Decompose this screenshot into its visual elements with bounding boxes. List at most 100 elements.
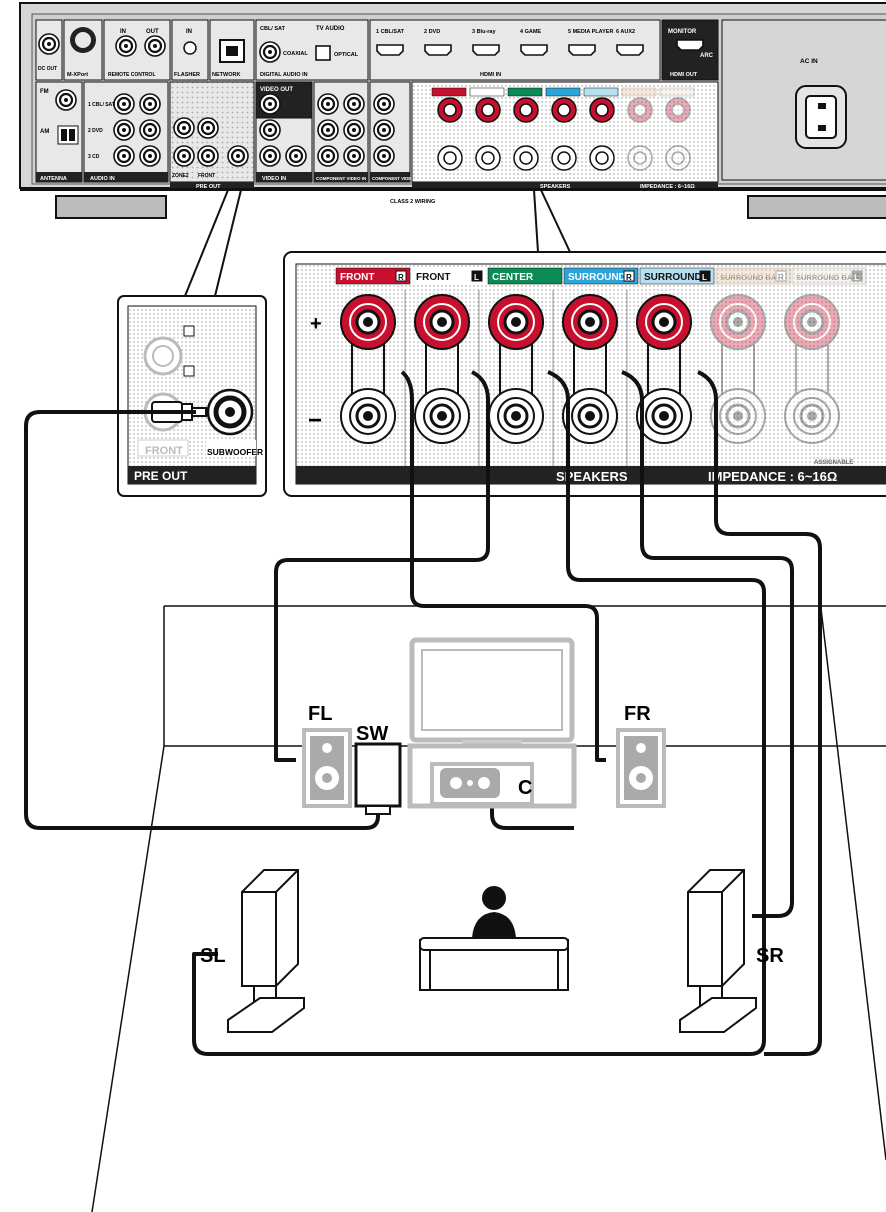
pre-out-zoom-label: PRE OUT [134,469,188,483]
component-out-y-icon[interactable] [374,94,394,114]
zone2-l-jack-icon[interactable] [174,118,194,138]
component-pb-1-icon[interactable] [318,120,338,140]
channel-label: FRONT [340,272,374,283]
hdmi-in-port-icon[interactable] [377,45,403,55]
remote-out-jack-icon[interactable] [145,36,165,56]
arc-label: ARC [700,53,714,59]
sw-label: SW [356,723,388,745]
hdmi-in-port-icon[interactable] [521,45,547,55]
fm-label: FM [40,89,49,95]
pre-out-label: PRE OUT [196,184,221,190]
audio-in-l-jack-icon[interactable] [114,120,134,140]
sl-label: SL [200,945,226,967]
front-l-jack-icon[interactable] [198,118,218,138]
video-in-2-jack-icon[interactable] [260,146,280,166]
audio-row-label: 3 CD [88,154,100,160]
dcout-label: DC OUT [38,66,57,72]
hdmi-input-label: 3 Blu-ray [472,29,496,35]
audio-in-label: AUDIO IN [90,176,115,182]
center-speaker-icon [432,764,532,804]
zone2-label: ZONE2 [172,173,189,179]
component-y-1-icon[interactable] [318,94,338,114]
flasher-label: FLASHER [174,72,200,78]
remote-label: REMOTE CONTROL [108,72,156,78]
hdmi-input-label: 5 MEDIA PLAYER [568,29,613,35]
receiver-back-panel: DC OUT M-XPort IN OUT REMOTE CONTROL IN … [20,3,886,218]
listener-sofa-icon [420,886,568,990]
component-in-label: COMPONENT VIDEO IN [316,176,366,181]
preout-zoom-panel: FRONT SUBWOOFER PRE OUT [118,296,266,496]
dc-out-jack-icon[interactable] [39,34,59,54]
mini-impedance-label: IMPEDANCE : 6~16Ω [640,184,695,190]
hdmi-in-port-icon[interactable] [425,45,451,55]
video-out-label: VIDEO OUT [260,87,293,93]
subwoofer-icon [356,744,400,814]
tv-audio-label: TV AUDIO [316,26,345,32]
component-out-pr-icon[interactable] [374,146,394,166]
optical-label: OPTICAL [334,52,359,58]
audio-in-r-jack-icon[interactable] [140,146,160,166]
video-out-jack-icon[interactable] [260,94,280,114]
subwoofer-jack-icon[interactable] [228,146,248,166]
hdmi-out-label: HDMI OUT [670,72,698,78]
component-pb-2-icon[interactable] [344,120,364,140]
plus-sign: + [310,313,322,335]
antenna-label: ANTENNA [40,176,67,182]
speaker-zoom-panel: FRONTRFRONTLCENTERSURROUNDRSURROUNDLSURR… [284,252,886,496]
surround-left-speaker-icon [228,870,304,1032]
channel-label: SURROUND [644,272,702,283]
channel-side: L [474,273,479,282]
component-y-2-icon[interactable] [344,94,364,114]
channel-side: R [398,273,404,282]
component-pr-1-icon[interactable] [318,146,338,166]
optical-port-icon[interactable] [316,46,330,60]
class2-label: CLASS 2 WIRING [390,199,435,205]
hdmi-out-port-icon[interactable] [677,40,703,50]
component-pr-2-icon[interactable] [344,146,364,166]
front-right-speaker-icon [618,730,664,806]
coaxial-label: COAXIAL [283,51,308,57]
coaxial-jack-icon[interactable] [260,42,280,62]
am-label: AM [40,129,49,135]
hdmi-input-label: 2 DVD [424,29,440,35]
video-in-label: VIDEO IN [262,176,286,182]
fm-jack-icon[interactable] [56,90,76,110]
channel-side: R [626,273,632,282]
mini-speakers-label: SPEAKERS [540,184,571,190]
video-in-1-jack-icon[interactable] [260,120,280,140]
audio-row-label: 2 DVD [88,128,103,134]
audio-in-l-jack-icon[interactable] [114,146,134,166]
hdmi-in-label: HDMI IN [480,72,501,78]
left-foot [56,196,166,218]
minus-sign: − [308,407,322,434]
mxport-label: M-XPort [67,72,88,78]
hdmi-in-port-icon[interactable] [617,45,643,55]
audio-in-r-jack-icon[interactable] [140,120,160,140]
flasher-in-label: IN [186,29,192,35]
remote-in-label: IN [120,29,126,35]
fl-label: FL [308,703,332,725]
hdmi-input-label: 4 GAME [520,29,541,35]
audio-in-r-jack-icon[interactable] [140,94,160,114]
remote-out-label: OUT [146,29,159,35]
hdmi-monitor-label: MONITOR [668,29,697,35]
channel-label: CENTER [492,272,534,283]
hdmi-in-port-icon[interactable] [473,45,499,55]
component-out-pb-icon[interactable] [374,120,394,140]
hdmi-input-label: 6 AUX2 [616,29,635,35]
channel-side: R [778,273,784,282]
audio-row-label: 1 CBL/ SAT [88,102,115,108]
assignable-label: ASSIGNABLE [814,460,853,466]
digital-audio-label: DIGITAL AUDIO IN [260,72,308,78]
remote-in-jack-icon[interactable] [116,36,136,56]
flasher-jack-icon[interactable] [184,42,196,54]
preout-front-label: FRONT [145,445,183,457]
video-in-3-jack-icon[interactable] [286,146,306,166]
hdmi-in-port-icon[interactable] [569,45,595,55]
zone2-r-jack-icon[interactable] [174,146,194,166]
front-r-jack-icon[interactable] [198,146,218,166]
network-label: NETWORK [212,72,240,78]
audio-in-l-jack-icon[interactable] [114,94,134,114]
channel-side: L [854,273,859,282]
